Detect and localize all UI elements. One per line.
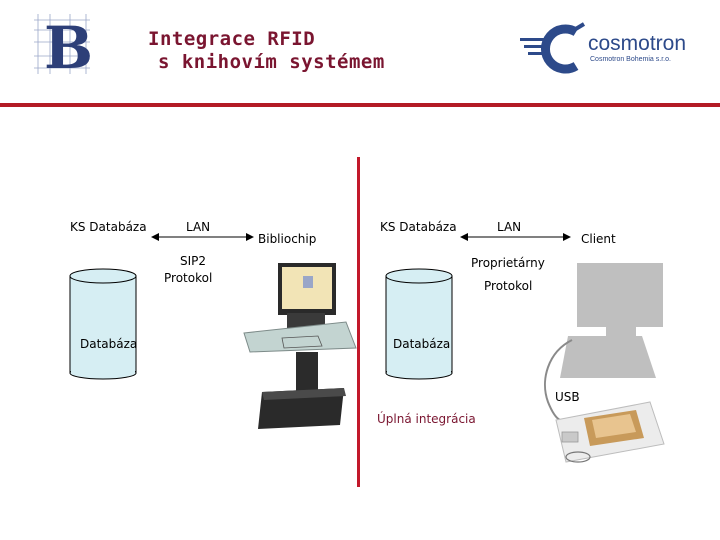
bibliochip-label: Bibliochip xyxy=(258,232,317,246)
brand-name: cosmotron xyxy=(588,32,687,55)
left-protocol-line-2: Protokol xyxy=(164,271,213,285)
center-divider xyxy=(357,157,360,487)
brand-subtitle: Cosmotron Bohemia s.r.o. xyxy=(590,56,671,63)
left-lan-label: LAN xyxy=(186,220,211,234)
client-label: Client xyxy=(581,232,616,246)
left-db-title: KS Databáza xyxy=(70,220,147,234)
left-protocol-line-1: SIP2 xyxy=(180,254,207,268)
slide-title-line-1: Integrace RFID xyxy=(148,28,316,50)
bibliochip-kiosk-icon xyxy=(243,263,357,429)
left-database-cylinder xyxy=(69,268,137,380)
library-logo: B xyxy=(30,12,94,76)
header-divider xyxy=(0,103,720,107)
full-integration-label: Úplná integrácia xyxy=(377,412,476,426)
slide-title-line-2: s knihovím systémem xyxy=(146,51,385,73)
cosmotron-c-icon xyxy=(520,22,586,74)
cosmotron-logo: cosmotron Cosmotron Bohemia s.r.o. xyxy=(518,18,698,78)
right-lan-label: LAN xyxy=(497,220,522,234)
right-database-cylinder xyxy=(385,268,453,380)
usb-label: USB xyxy=(555,390,580,404)
usb-cable xyxy=(544,339,573,421)
svg-text:B: B xyxy=(44,14,93,76)
library-logo-icon: B xyxy=(34,14,93,76)
rfid-reader-icon xyxy=(555,401,665,463)
client-computer-icon xyxy=(560,263,663,378)
right-db-label: Databáza xyxy=(393,337,451,351)
right-db-title: KS Databáza xyxy=(380,220,457,234)
right-protocol-line-1: Proprietárny xyxy=(471,256,545,270)
right-protocol-line-2: Protokol xyxy=(484,279,533,293)
left-db-label: Databáza xyxy=(80,337,138,351)
